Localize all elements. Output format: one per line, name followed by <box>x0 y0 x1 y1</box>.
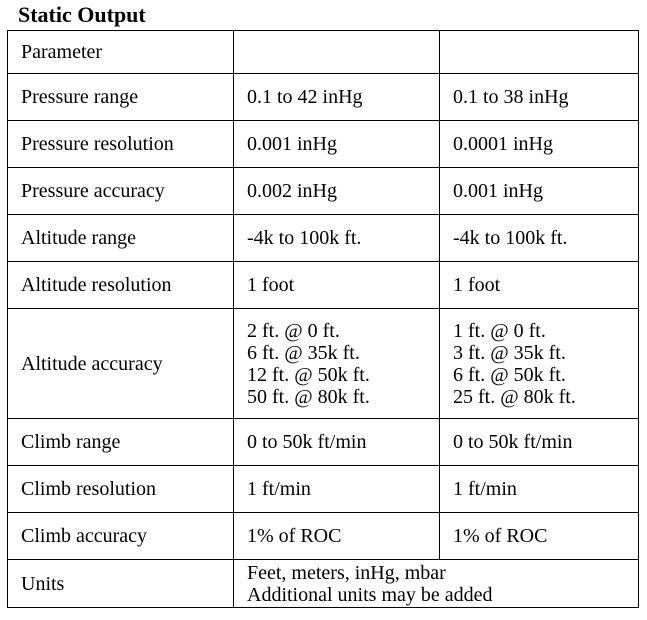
value-line: 3 ft. @ 35k ft. <box>453 341 566 364</box>
header-row: Parameter <box>7 30 639 74</box>
row-value-1: 1% of ROC <box>233 512 440 560</box>
row-value-1: 0 to 50k ft/min <box>233 418 440 466</box>
table-row: Pressure range 0.1 to 42 inHg 0.1 to 38 … <box>7 73 639 121</box>
value-line: 1 ft. @ 0 ft. <box>453 319 546 342</box>
row-label: Climb accuracy <box>7 512 234 560</box>
table-row: Units Feet, meters, inHg, mbar Additiona… <box>7 559 639 608</box>
section-title: Static Output <box>18 2 146 27</box>
table-row: Altitude range -4k to 100k ft. -4k to 10… <box>7 214 639 262</box>
row-label: Climb resolution <box>7 465 234 513</box>
header-col2 <box>233 30 440 74</box>
row-label: Pressure accuracy <box>7 167 234 215</box>
row-label: Altitude resolution <box>7 261 234 309</box>
table-row: Climb accuracy 1% of ROC 1% of ROC <box>7 512 639 560</box>
row-value-2: 1% of ROC <box>439 512 639 560</box>
value-line: 6 ft. @ 35k ft. <box>247 341 360 364</box>
row-value-1: 0.001 inHg <box>233 120 440 168</box>
row-value-2: 1 ft/min <box>439 465 639 513</box>
value-line: 6 ft. @ 50k ft. <box>453 363 566 386</box>
row-value-2: 0.1 to 38 inHg <box>439 73 639 121</box>
row-value-1: -4k to 100k ft. <box>233 214 440 262</box>
row-value-1: 0.002 inHg <box>233 167 440 215</box>
value-line: 25 ft. @ 80k ft. <box>453 385 576 408</box>
table-row: Pressure accuracy 0.002 inHg 0.001 inHg <box>7 167 639 215</box>
table-row: Altitude accuracy 2 ft. @ 0 ft. 6 ft. @ … <box>7 308 639 419</box>
header-parameter: Parameter <box>7 30 234 74</box>
row-label: Pressure range <box>7 73 234 121</box>
row-value-1: 1 ft/min <box>233 465 440 513</box>
row-label: Pressure resolution <box>7 120 234 168</box>
row-value-2: 1 foot <box>439 261 639 309</box>
value-line: Feet, meters, inHg, mbar <box>247 561 446 584</box>
table-row: Pressure resolution 0.001 inHg 0.0001 in… <box>7 120 639 168</box>
row-value-1: 1 foot <box>233 261 440 309</box>
table-row: Altitude resolution 1 foot 1 foot <box>7 261 639 309</box>
table-row: Climb resolution 1 ft/min 1 ft/min <box>7 465 639 513</box>
row-value-2: 0.001 inHg <box>439 167 639 215</box>
value-line: 12 ft. @ 50k ft. <box>247 363 370 386</box>
row-label: Altitude accuracy <box>7 308 234 419</box>
row-value-1: 2 ft. @ 0 ft. 6 ft. @ 35k ft. 12 ft. @ 5… <box>233 308 440 419</box>
row-value-merged: Feet, meters, inHg, mbar Additional unit… <box>233 559 639 608</box>
row-label: Climb range <box>7 418 234 466</box>
row-value-2: -4k to 100k ft. <box>439 214 639 262</box>
header-col3 <box>439 30 639 74</box>
row-label: Units <box>7 559 234 608</box>
value-line: 50 ft. @ 80k ft. <box>247 385 370 408</box>
spec-table: Parameter Pressure range 0.1 to 42 inHg … <box>7 30 639 608</box>
value-line: 2 ft. @ 0 ft. <box>247 319 340 342</box>
value-line: Additional units may be added <box>247 583 493 606</box>
row-value-1: 0.1 to 42 inHg <box>233 73 440 121</box>
row-value-2: 0 to 50k ft/min <box>439 418 639 466</box>
row-value-2: 1 ft. @ 0 ft. 3 ft. @ 35k ft. 6 ft. @ 50… <box>439 308 639 419</box>
row-label: Altitude range <box>7 214 234 262</box>
table-row: Climb range 0 to 50k ft/min 0 to 50k ft/… <box>7 418 639 466</box>
row-value-2: 0.0001 inHg <box>439 120 639 168</box>
